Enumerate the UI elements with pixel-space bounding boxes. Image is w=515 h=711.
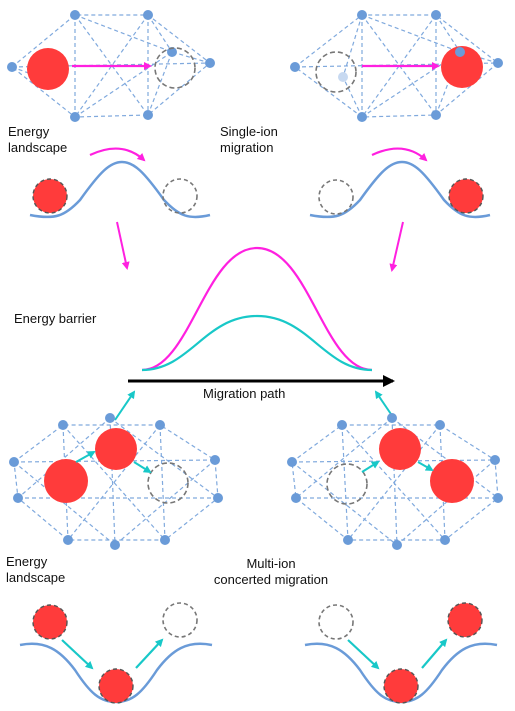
arrow bbox=[89, 147, 146, 162]
energy-landscape-bottom-right bbox=[304, 602, 498, 704]
lattice-node bbox=[290, 10, 503, 122]
vacancy-circle bbox=[147, 462, 189, 504]
ion-circle bbox=[379, 428, 421, 470]
ion-circle bbox=[98, 668, 134, 704]
vacancy-circle bbox=[154, 47, 196, 89]
vacancy-circle bbox=[162, 602, 198, 638]
ion-circle bbox=[27, 48, 69, 90]
vacancy-circle bbox=[315, 51, 357, 93]
energy-landscape-label-top: Energy landscape bbox=[8, 124, 68, 155]
ion-circle bbox=[95, 428, 137, 470]
ion-circle bbox=[430, 459, 474, 503]
arrow bbox=[61, 639, 94, 670]
lattice-top-right bbox=[290, 10, 503, 122]
ion-circle bbox=[32, 178, 68, 214]
arrow bbox=[114, 390, 136, 421]
lattice-top-left bbox=[7, 10, 215, 122]
energy-landscape-bottom-left bbox=[19, 602, 213, 704]
energy-landscape-label-bottom: Energy landscape bbox=[6, 554, 66, 585]
energy-landscape-top-left bbox=[29, 147, 211, 219]
ion-circle bbox=[44, 459, 88, 503]
vacancy-circle bbox=[162, 178, 198, 214]
ion-circle bbox=[32, 604, 68, 640]
arrow bbox=[347, 639, 380, 670]
arrow bbox=[421, 638, 448, 669]
single-ion-migration-label: Single-ion migration bbox=[220, 124, 278, 155]
energy-barrier-label: Energy barrier bbox=[14, 311, 97, 326]
arrow bbox=[116, 221, 130, 270]
lattice-bottom-right bbox=[287, 413, 503, 550]
arrow bbox=[135, 638, 164, 669]
lattice-node bbox=[7, 10, 215, 122]
ion-circle bbox=[448, 178, 484, 214]
vacancy-circle bbox=[318, 179, 354, 215]
arrow bbox=[361, 460, 380, 473]
vacancy-circle bbox=[326, 463, 368, 505]
ion-circle bbox=[441, 46, 483, 88]
arrow bbox=[133, 461, 152, 474]
ion-circle bbox=[383, 668, 419, 704]
migration-path-label: Migration path bbox=[203, 386, 286, 401]
lattice-node bbox=[287, 413, 503, 550]
arrow bbox=[371, 147, 428, 162]
multi-ion-concerted-migration-label: Multi-ion concerted migration bbox=[213, 556, 329, 587]
lattice-node bbox=[9, 413, 223, 550]
arrow bbox=[389, 221, 404, 272]
arrow bbox=[417, 461, 434, 471]
arrow bbox=[75, 451, 96, 463]
lattice-bottom-left bbox=[9, 413, 223, 550]
energy-landscape-top-right bbox=[309, 147, 491, 219]
vacancy-circle bbox=[318, 604, 354, 640]
ion-circle bbox=[447, 602, 483, 638]
energy-barrier-curves bbox=[141, 246, 373, 372]
